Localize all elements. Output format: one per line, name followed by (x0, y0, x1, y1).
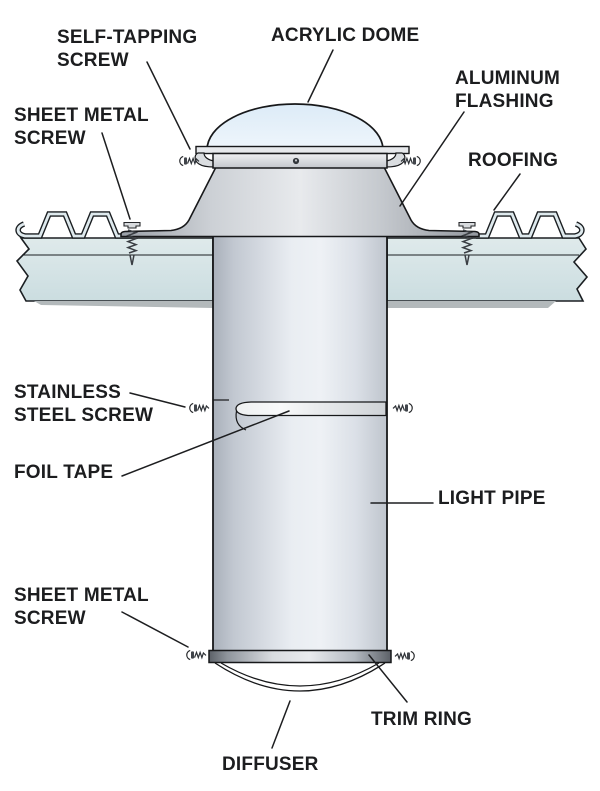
label-aluminum-flashing: ALUMINUM FLASHING (455, 67, 560, 113)
label-line: SELF-TAPPING (57, 27, 198, 48)
flange-curl-right (385, 152, 406, 168)
diffuser-inner-arc (220, 662, 380, 687)
label-foil-tape: FOIL TAPE (14, 461, 113, 484)
label-line: ROOFING (468, 150, 559, 171)
leader-foil-tape (121, 410, 290, 477)
label-line: TRIM RING (371, 709, 473, 730)
leader-sheet-metal-screw-bottom (121, 611, 189, 648)
light-pipe (212, 235, 388, 652)
leader-trim-ring (368, 654, 408, 703)
label-line: SHEET METAL (14, 585, 149, 606)
leader-roofing (493, 173, 521, 211)
label-line: DIFFUSER (222, 754, 319, 775)
label-line: STEEL SCREW (14, 405, 154, 426)
label-roofing: ROOFING (468, 149, 558, 172)
sheet-metal-screw-bottom-icon-right (394, 650, 415, 662)
label-line: SCREW (57, 50, 129, 71)
leader-lines (101, 49, 521, 749)
leader-aluminum-flashing (399, 111, 465, 207)
corrugated-roofing-right (476, 211, 585, 239)
label-light-pipe: LIGHT PIPE (438, 487, 546, 510)
label-line: SHEET METAL (14, 105, 149, 126)
label-line: ACRYLIC DOME (271, 25, 420, 46)
stainless-steel-screw-icon-left (189, 402, 210, 414)
label-stainless-steel-screw: STAINLESS STEEL SCREW (14, 381, 153, 427)
label-self-tapping-screw: SELF-TAPPING SCREW (57, 26, 197, 72)
ring-screw-highlight (294, 159, 298, 162)
roof-deck-right (386, 237, 589, 308)
label-line: ALUMINUM (455, 68, 561, 89)
label-diffuser: DIFFUSER (222, 753, 319, 776)
label-trim-ring: TRIM RING (371, 708, 472, 731)
label-line: FOIL TAPE (14, 462, 114, 483)
corrugated-roofing-left (15, 211, 134, 239)
label-line: SCREW (14, 128, 86, 149)
leader-acrylic-dome (307, 49, 334, 103)
leader-self-tapping-screw (146, 61, 191, 150)
label-sheet-metal-screw-bottom: SHEET METAL SCREW (14, 584, 149, 630)
label-sheet-metal-screw-top: SHEET METAL SCREW (14, 104, 149, 150)
label-line: FLASHING (455, 91, 554, 112)
dome-ring (212, 152, 388, 169)
label-line: STAINLESS (14, 382, 122, 403)
diffuser-outer-arc (214, 662, 386, 692)
foil-tape (235, 401, 387, 417)
aluminum-flashing (120, 166, 480, 238)
label-line: SCREW (14, 608, 86, 629)
flange-curl-left (194, 152, 215, 168)
roof-deck-left (15, 237, 214, 308)
stainless-steel-screw-icon-right (392, 402, 413, 414)
leader-stainless-steel-screw (129, 392, 186, 408)
acrylic-dome (206, 103, 384, 151)
leader-sheet-metal-screw-top (101, 132, 131, 220)
sheet-metal-screw-bottom-icon-left (186, 649, 207, 661)
dome-flange (195, 145, 410, 155)
trim-ring (208, 649, 392, 664)
label-acrylic-dome: ACRYLIC DOME (271, 24, 419, 47)
leader-diffuser (271, 700, 291, 749)
label-line: LIGHT PIPE (438, 488, 546, 509)
